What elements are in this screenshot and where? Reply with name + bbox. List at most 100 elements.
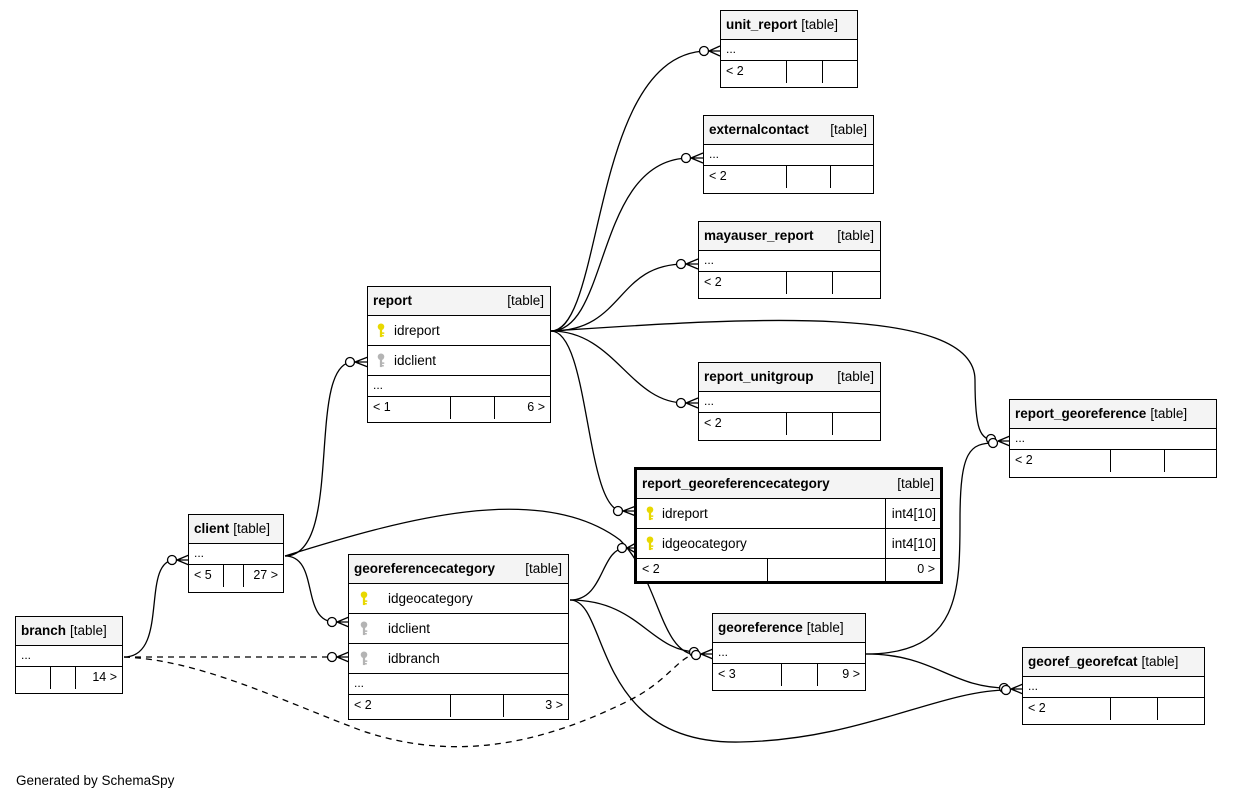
table-footer: < 2 — [1023, 698, 1204, 720]
table-footer: < 2 0 > — [637, 559, 940, 581]
table-georeference[interactable]: georeference[table] ... < 3 9 > — [712, 613, 866, 691]
footer-divider — [450, 397, 451, 419]
crowfoot-georeferencecategory-idclient — [336, 616, 350, 628]
parent-count: < 2 — [704, 416, 722, 430]
edge-report-rgc — [550, 330, 623, 512]
table-externalcontact[interactable]: externalcontact [table] ... < 2 — [703, 115, 874, 194]
table-type-tag: [table] — [70, 623, 107, 638]
child-count: 27 > — [253, 568, 278, 582]
child-count: 14 > — [92, 670, 117, 684]
table-name: report_georeference — [1015, 406, 1147, 421]
table-branch[interactable]: branch[table] ... 14 > — [15, 616, 123, 694]
footer-divider — [817, 664, 818, 686]
column-row[interactable]: idreport int4[10] — [637, 499, 940, 529]
table-mayauser-report[interactable]: mayauser_report [table] ... < 2 — [698, 221, 881, 299]
table-header: georeference[table] — [713, 614, 865, 643]
table-report-georeference[interactable]: report_georeference[table] ... < 2 — [1009, 399, 1217, 478]
footer-divider — [767, 559, 768, 581]
table-type-tag: [table] — [806, 620, 844, 635]
footer-divider — [832, 413, 833, 435]
table-georef-georefcat[interactable]: georef_georefcat[table] ... < 2 — [1022, 647, 1205, 725]
marker-externalcontact — [680, 152, 692, 164]
marker-client — [166, 554, 178, 566]
table-header: mayauser_report [table] — [699, 222, 880, 251]
column-row[interactable]: idgeocategory — [349, 584, 568, 614]
parent-count: < 2 — [642, 562, 660, 576]
table-header: branch[table] — [16, 617, 122, 646]
child-count: 0 > — [917, 562, 935, 576]
table-report[interactable]: report [table] idreport idclient ... < 1… — [367, 286, 551, 423]
footer-divider — [223, 565, 224, 587]
marker-report-idclient — [344, 356, 356, 368]
primary-key-icon — [645, 506, 655, 521]
footer-divider — [786, 272, 787, 294]
table-report-georeferencecategory[interactable]: report_georeferencecategory [table] idre… — [634, 467, 943, 584]
column-name: idreport — [394, 323, 440, 338]
column-row[interactable]: idclient — [368, 346, 550, 376]
parent-count: < 2 — [1028, 701, 1046, 715]
footer-divider — [822, 61, 823, 83]
column-row[interactable]: idclient — [349, 614, 568, 644]
footer-divider — [832, 272, 833, 294]
columns-ellipsis: ... — [1023, 677, 1204, 698]
column-row[interactable]: idreport — [368, 316, 550, 346]
columns-ellipsis: ... — [16, 646, 122, 667]
table-type-tag: [table] — [507, 293, 544, 308]
table-name: branch — [21, 623, 67, 638]
table-report-unitgroup[interactable]: report_unitgroup [table] ... < 2 — [698, 362, 881, 441]
table-type-tag: [table] — [837, 228, 874, 243]
edge-report-mayauser-report — [550, 263, 686, 332]
table-header: georeferencecategory [table] — [349, 555, 568, 584]
table-footer: < 1 6 > — [368, 397, 550, 419]
edge-georeference-georef-georefcat — [865, 653, 1009, 689]
marker-mayauser-report — [675, 258, 687, 270]
marker-georeferencecategory-idbranch — [326, 651, 338, 663]
foreign-key-icon — [376, 353, 386, 368]
crowfoot-client — [176, 554, 190, 566]
edge-georeferencecategory-georeference — [569, 599, 699, 653]
table-header: unit_report[table] — [721, 11, 857, 40]
footer-divider — [75, 667, 76, 689]
table-footer: < 3 9 > — [713, 664, 865, 686]
column-type: int4[10] — [891, 506, 936, 521]
table-type-tag: [table] — [1150, 406, 1188, 421]
marker-georeferencecategory-idclient — [326, 616, 338, 628]
crowfoot-report-unitgroup — [685, 397, 699, 409]
footer-divider — [786, 166, 787, 188]
edge-client-georeference — [284, 508, 699, 656]
table-name: georeference — [718, 620, 803, 635]
columns-ellipsis: ... — [349, 674, 568, 695]
column-name: idbranch — [388, 651, 440, 666]
column-row[interactable]: idgeocategory int4[10] — [637, 529, 940, 559]
crowfoot-georef-georefcat — [1010, 683, 1024, 695]
table-georeferencecategory[interactable]: georeferencecategory [table] idgeocatego… — [348, 554, 569, 720]
parent-count: < 2 — [726, 64, 744, 78]
footer-divider — [885, 559, 886, 581]
table-footer: 14 > — [16, 667, 122, 689]
table-type-tag: [table] — [837, 369, 874, 384]
footer-divider — [50, 667, 51, 689]
table-unit-report[interactable]: unit_report[table] ... < 2 — [720, 10, 858, 88]
footer-divider — [1110, 698, 1111, 720]
parent-count: < 2 — [354, 698, 372, 712]
table-header: report_georeferencecategory [table] — [637, 470, 940, 499]
table-header: report [table] — [368, 287, 550, 316]
footer-divider — [243, 565, 244, 587]
table-footer: < 2 3 > — [349, 695, 568, 717]
crowfoot-report-idclient — [354, 356, 369, 368]
footer-divider — [494, 397, 495, 419]
parent-count: < 2 — [1015, 453, 1033, 467]
edge-branch-georeference — [123, 653, 699, 748]
crowfoot-georeference — [700, 648, 714, 660]
type-divider — [885, 499, 886, 528]
foreign-key-icon — [359, 651, 369, 666]
table-name: report — [373, 293, 413, 308]
table-footer: < 2 — [704, 166, 873, 188]
columns-ellipsis: ... — [699, 251, 880, 272]
table-footer: < 2 — [721, 61, 857, 83]
marker-georef-georefcat-b — [1000, 684, 1012, 696]
column-row[interactable]: idbranch — [349, 644, 568, 674]
marker-rgc-idgeocategory — [616, 542, 628, 554]
table-client[interactable]: client[table] ... < 5 27 > — [188, 514, 284, 593]
